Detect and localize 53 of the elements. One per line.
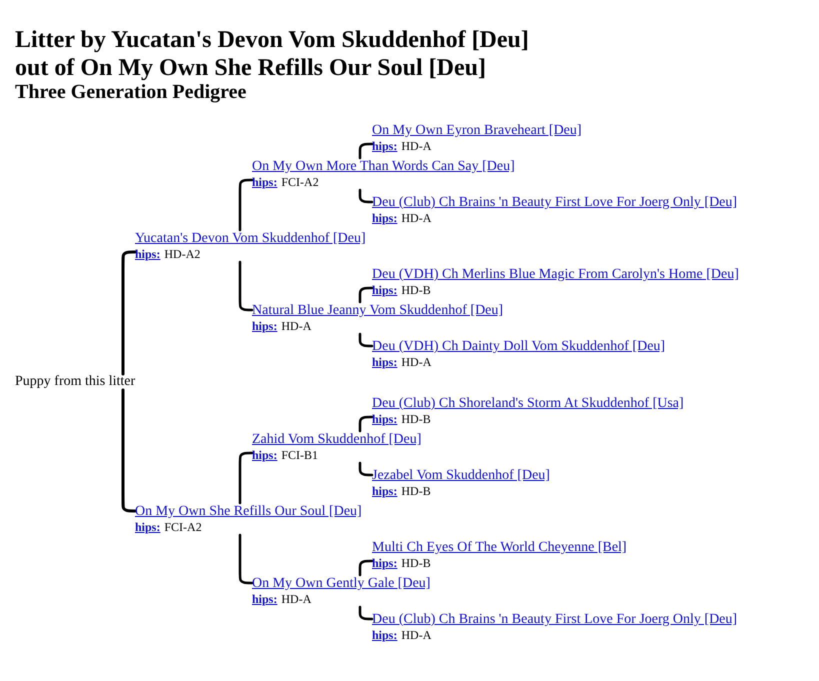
hips-link: hips: bbox=[252, 592, 278, 607]
dog-name-link: On My Own More Than Words Can Say [Deu] bbox=[252, 159, 515, 175]
dog-name-link: Deu (VDH) Ch Dainty Doll Vom Skuddenhof [Deu] bbox=[372, 339, 666, 355]
bracket-line bbox=[358, 142, 374, 160]
dog-name-link: Deu (Club) Ch Brains 'n Beauty First Love For Joerg Only [Deu] bbox=[372, 195, 738, 211]
hips-link: hips: bbox=[372, 628, 398, 643]
hips-rating: FCI-A2 bbox=[281, 175, 319, 190]
hips-link: hips: bbox=[372, 412, 398, 427]
hips-rating: HD-B bbox=[401, 484, 431, 499]
bracket-line bbox=[358, 188, 374, 204]
hips-rating: FCI-B1 bbox=[281, 448, 318, 463]
dog-name-link: On My Own Gently Gale [Deu] bbox=[252, 576, 430, 592]
page-subtitle: Three Generation Pedigree bbox=[15, 81, 246, 104]
hips-rating: HD-A bbox=[401, 139, 432, 154]
dog-name-link: Jezabel Vom Skuddenhof [Deu] bbox=[372, 468, 550, 484]
hips-link: hips: bbox=[372, 355, 398, 370]
hips-rating: FCI-A2 bbox=[164, 520, 202, 535]
hips-link: hips: bbox=[252, 448, 278, 463]
hips-rating: HD-A bbox=[281, 319, 312, 334]
hips-rating: HD-A2 bbox=[164, 247, 200, 262]
hips-link: hips: bbox=[372, 211, 398, 226]
hips-rating: HD-B bbox=[401, 412, 431, 427]
hips-link: hips: bbox=[252, 319, 278, 334]
hips-rating: HD-B bbox=[401, 283, 431, 298]
hips-link: hips: bbox=[372, 556, 398, 571]
dog-name-link: Deu (Club) Ch Shoreland's Storm At Skuddenhof [Usa] bbox=[372, 396, 684, 412]
hips-rating: HD-B bbox=[401, 556, 431, 571]
bracket-line bbox=[358, 416, 374, 432]
bracket-line bbox=[358, 606, 374, 620]
subject-label: Puppy from this litter bbox=[15, 374, 136, 390]
hips-link: hips: bbox=[252, 175, 278, 190]
hips-rating: HD-A bbox=[281, 592, 312, 607]
dog-name-link: Natural Blue Jeanny Vom Skuddenhof [Deu] bbox=[252, 303, 504, 319]
hips-rating: HD-A bbox=[401, 628, 432, 643]
page-title: Litter by Yucatan's Devon Vom Skuddenhof [Deu] out of On My Own She Refills Our Soul [Deu] bbox=[15, 26, 530, 82]
hips-link: hips: bbox=[135, 520, 160, 535]
bracket-line bbox=[358, 462, 374, 476]
hips-link: hips: bbox=[372, 484, 398, 499]
dog-name-link: On My Own She Refills Our Soul [Deu] bbox=[135, 504, 362, 520]
dog-name-link: Multi Ch Eyes Of The World Cheyenne [Bel] bbox=[372, 540, 627, 556]
hips-link: hips: bbox=[372, 139, 398, 154]
hips-link: hips: bbox=[372, 283, 398, 298]
dog-name-link: Deu (Club) Ch Brains 'n Beauty First Love For Joerg Only [Deu] bbox=[372, 612, 738, 628]
dog-name-link: On My Own Eyron Braveheart [Deu] bbox=[372, 123, 582, 139]
bracket-line bbox=[358, 332, 374, 348]
dog-name-link: Zahid Vom Skuddenhof [Deu] bbox=[252, 432, 422, 448]
hips-rating: HD-A bbox=[401, 211, 432, 226]
bracket-line bbox=[358, 560, 374, 576]
hips-rating: HD-A bbox=[401, 355, 432, 370]
bracket-line bbox=[358, 286, 374, 304]
dog-name-link: Deu (VDH) Ch Merlins Blue Magic From Carolyn's Home [Deu] bbox=[372, 267, 739, 283]
dog-name-link: Yucatan's Devon Vom Skuddenhof [Deu] bbox=[135, 231, 366, 247]
hips-link: hips: bbox=[135, 247, 160, 262]
